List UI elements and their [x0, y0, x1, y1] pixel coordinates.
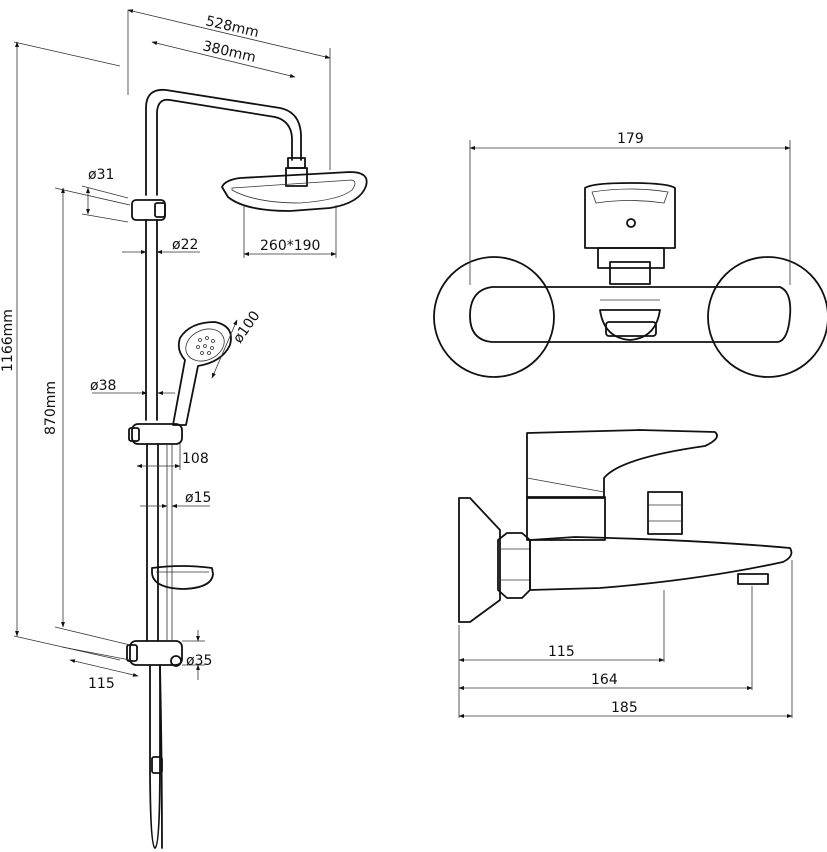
dim-hose: ø15	[185, 490, 211, 506]
shower-column-drawing: 528mm 380mm 1166mm 870mm ø31 ø22 260*190…	[0, 9, 368, 849]
head-connector	[287, 157, 306, 169]
shower-hose	[149, 665, 161, 849]
upper-riser-tube-inner	[156, 98, 293, 196]
dim-slider-offset: 108	[182, 451, 209, 467]
left-escutcheon	[433, 256, 555, 378]
dim-total-height: 1166mm	[0, 309, 16, 372]
aerator	[605, 321, 657, 337]
hand-shower	[172, 321, 232, 426]
dim-upper-tube: ø22	[172, 237, 198, 253]
head-swivel	[285, 167, 308, 187]
shower-head	[221, 171, 368, 212]
dim-arm-reach: 380mm	[201, 38, 257, 66]
dim-total-width: 528mm	[204, 13, 260, 41]
mixer-side-view: 115 164 185	[458, 429, 793, 718]
dim-wall-offset: 115	[88, 676, 115, 692]
mixer-top-view: 179	[433, 131, 827, 378]
hex-nut	[497, 532, 531, 599]
dim-spout-c: 185	[611, 700, 638, 716]
dim-spout-a: 115	[548, 644, 575, 660]
wall-flange	[458, 497, 501, 623]
upper-riser-tube	[145, 88, 302, 196]
diverter	[647, 491, 683, 535]
soap-dish	[151, 565, 214, 590]
dim-mixer-connector: ø35	[186, 653, 212, 669]
cartridge-housing	[526, 496, 606, 541]
right-escutcheon	[707, 256, 827, 378]
dim-lower-tube: ø38	[90, 378, 116, 394]
mixer-body-top	[469, 286, 792, 343]
dim-slider-height: 870mm	[43, 381, 59, 435]
dim-top-bracket: ø31	[88, 167, 114, 183]
slider-holder	[131, 423, 183, 445]
spout-outlet	[737, 573, 769, 585]
dim-head-size: 260*190	[260, 238, 320, 254]
handle-base	[597, 247, 665, 269]
dim-hand-shower: ø100	[230, 308, 263, 346]
mixer-body-side	[529, 536, 793, 591]
dim-top-width: 179	[617, 131, 644, 147]
bottom-connector	[129, 640, 183, 666]
dim-spout-b: 164	[591, 672, 618, 688]
mixer-handle	[526, 429, 718, 499]
